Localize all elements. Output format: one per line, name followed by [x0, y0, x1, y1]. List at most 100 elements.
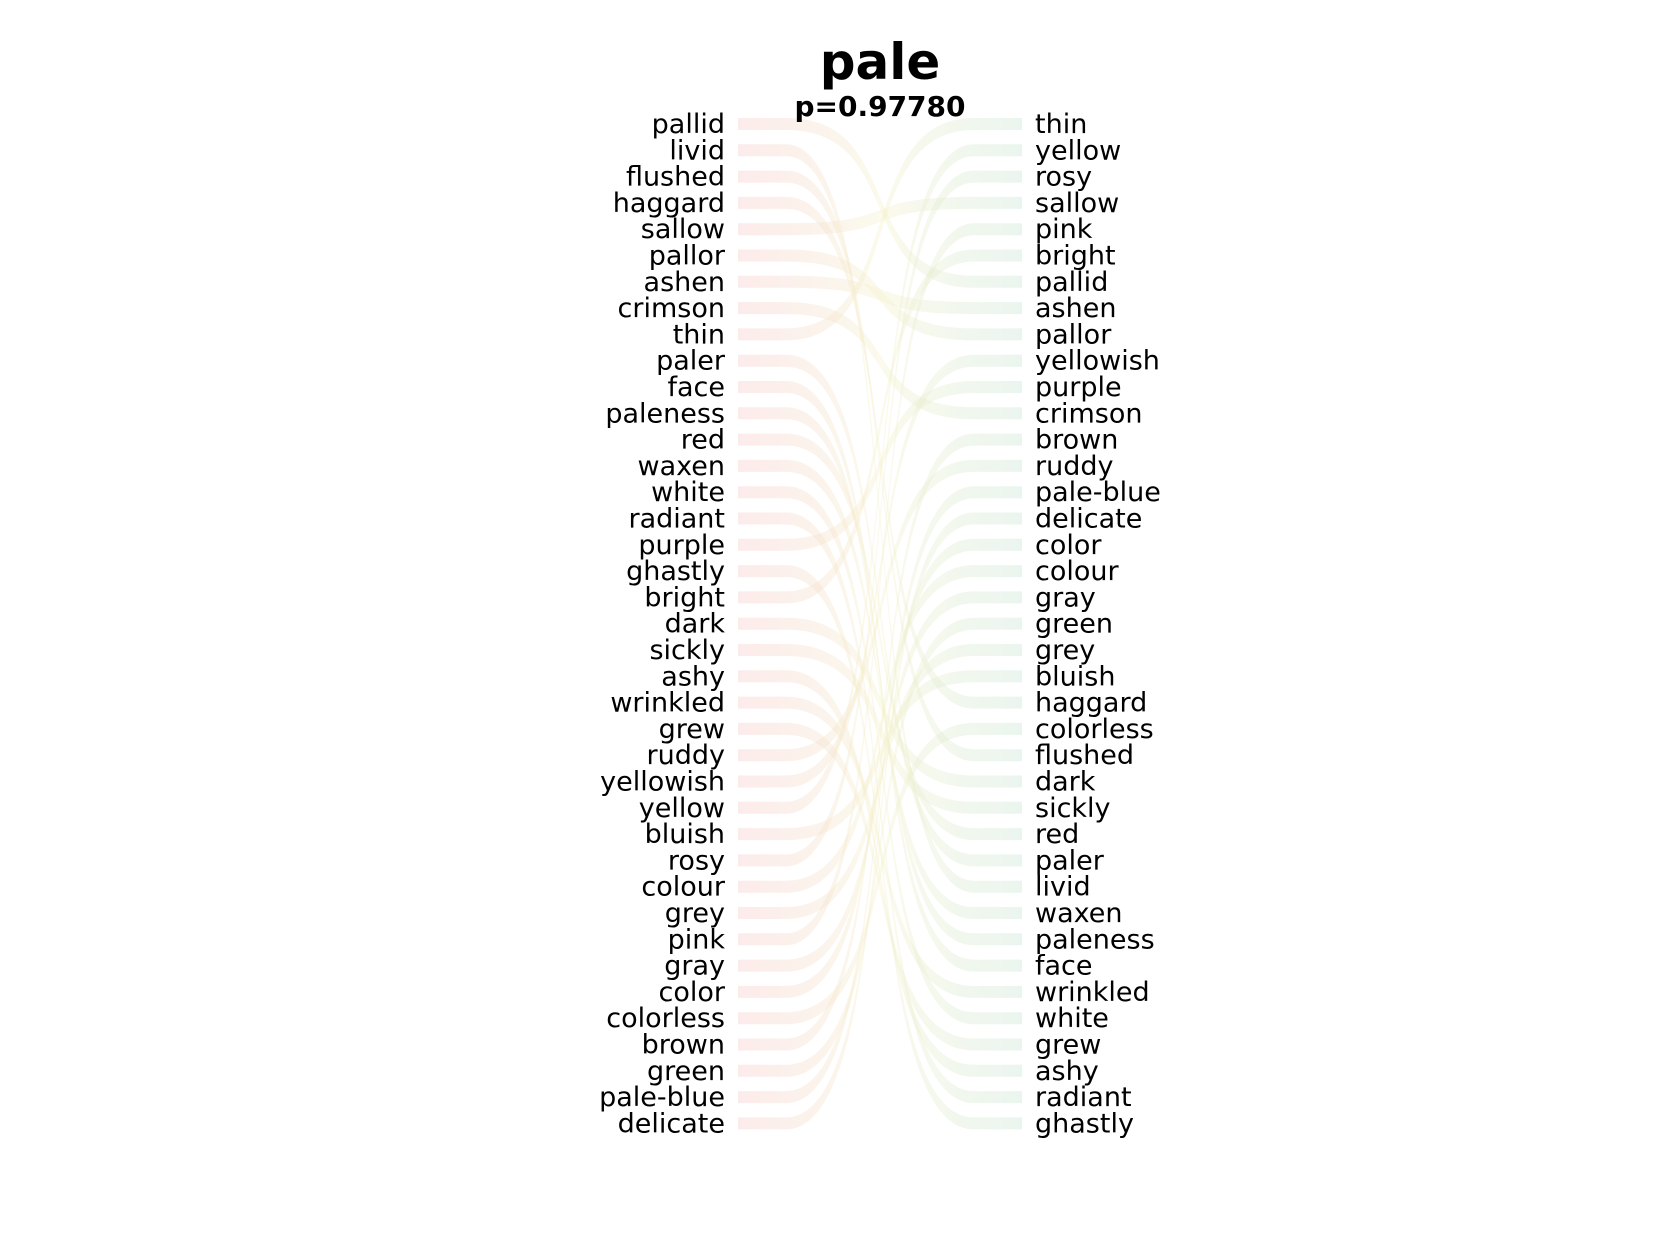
left-word-label: haggard: [613, 188, 725, 219]
ribbon-pale-blue: [738, 486, 1022, 1104]
right-word-label: pallor: [1035, 319, 1112, 350]
right-word-label: sickly: [1035, 793, 1111, 824]
left-word-label: pallor: [649, 241, 726, 272]
right-word-label: gray: [1035, 582, 1096, 613]
right-word-label: grew: [1035, 1030, 1101, 1061]
chart-subtitle: p=0.97780: [794, 90, 965, 123]
right-word-label: bluish: [1035, 661, 1115, 692]
left-word-label: ashen: [644, 267, 725, 298]
right-word-label: crimson: [1035, 398, 1142, 429]
chart-title: pale: [820, 33, 941, 91]
left-word-label: purple: [638, 530, 725, 561]
left-word-label: green: [647, 1056, 725, 1087]
ribbon-rosy: [738, 170, 1022, 867]
left-word-label: color: [659, 977, 726, 1008]
ribbon-grew: [738, 722, 1022, 1051]
right-word-label: radiant: [1035, 1082, 1132, 1113]
left-word-label: brown: [642, 1030, 725, 1061]
left-word-label: face: [667, 372, 725, 403]
right-word-label: rosy: [1035, 162, 1092, 193]
left-word-label: crimson: [618, 293, 725, 324]
left-word-label: flushed: [626, 162, 725, 193]
ribbon-bluish: [738, 670, 1022, 841]
left-word-label: yellow: [639, 793, 725, 824]
connection-ribbons: [738, 118, 1022, 1130]
ribbon-color: [738, 538, 1022, 998]
left-word-label: yellowish: [600, 767, 725, 798]
ribbon-waxen: [738, 459, 1022, 919]
ribbon-sallow: [738, 196, 1022, 236]
right-word-label: white: [1035, 1003, 1109, 1034]
right-word-label: ghastly: [1035, 1108, 1134, 1139]
left-word-label: bluish: [645, 819, 725, 850]
right-word-label: colour: [1035, 556, 1119, 587]
ribbon-pink: [738, 223, 1022, 946]
right-word-label: pallid: [1035, 267, 1108, 298]
ribbon-radiant: [738, 512, 1022, 1104]
right-word-label: yellowish: [1035, 346, 1160, 377]
left-word-column: pallidlividflushedhaggardsallowpallorash…: [599, 109, 726, 1139]
ribbon-crimson: [738, 302, 1022, 420]
right-word-label: paleness: [1035, 924, 1155, 955]
right-word-label: ruddy: [1035, 451, 1113, 482]
right-word-label: thin: [1035, 109, 1087, 140]
ribbon-red: [738, 433, 1022, 841]
left-word-label: livid: [669, 135, 725, 166]
right-word-column: thinyellowrosysallowpinkbrightpallidashe…: [1035, 109, 1161, 1139]
right-word-label: yellow: [1035, 135, 1121, 166]
ribbon-thin: [738, 118, 1022, 341]
right-word-label: pink: [1035, 214, 1093, 245]
left-word-label: thin: [673, 319, 725, 350]
right-word-label: ashy: [1035, 1056, 1099, 1087]
ribbon-ruddy: [738, 459, 1022, 762]
left-word-label: delicate: [618, 1108, 725, 1139]
left-word-label: grey: [665, 898, 725, 929]
right-word-label: brown: [1035, 425, 1118, 456]
ribbon-green: [738, 617, 1022, 1077]
right-word-label: waxen: [1035, 898, 1123, 929]
right-word-label: face: [1035, 951, 1093, 982]
ribbon-gray: [738, 591, 1022, 972]
right-word-label: bright: [1035, 241, 1116, 272]
right-word-label: dark: [1035, 767, 1096, 798]
ribbon-paleness: [738, 407, 1022, 946]
ribbon-colour: [738, 565, 1022, 893]
ribbon-colorless: [738, 722, 1022, 1025]
right-word-label: purple: [1035, 372, 1122, 403]
left-word-label: colorless: [606, 1003, 725, 1034]
left-word-label: white: [651, 477, 725, 508]
right-word-label: wrinkled: [1035, 977, 1150, 1008]
left-word-label: red: [681, 425, 725, 456]
right-word-label: green: [1035, 609, 1113, 640]
right-word-label: grey: [1035, 635, 1095, 666]
right-word-label: livid: [1035, 872, 1091, 903]
left-word-label: pale-blue: [599, 1082, 725, 1113]
left-word-label: rosy: [668, 845, 725, 876]
ribbon-purple: [738, 381, 1022, 551]
left-word-label: waxen: [638, 451, 726, 482]
right-word-label: ashen: [1035, 293, 1116, 324]
ribbon-bright: [738, 249, 1022, 604]
left-word-label: pink: [668, 924, 726, 955]
left-word-label: paleness: [605, 398, 725, 429]
left-word-label: sickly: [649, 635, 725, 666]
left-word-label: pallid: [652, 109, 725, 140]
left-word-label: bright: [644, 582, 725, 613]
ribbon-delicate: [738, 512, 1022, 1130]
left-word-label: dark: [665, 609, 726, 640]
left-word-label: grew: [659, 714, 725, 745]
right-word-label: delicate: [1035, 504, 1142, 535]
ribbon-yellow: [738, 144, 1022, 814]
ribbon-yellowish: [738, 354, 1022, 788]
ribbon-ashen: [738, 275, 1022, 315]
left-word-label: ruddy: [647, 740, 725, 771]
right-word-label: red: [1035, 819, 1079, 850]
left-word-label: ashy: [661, 661, 725, 692]
ribbon-brown: [738, 433, 1022, 1051]
right-word-label: flushed: [1035, 740, 1134, 771]
left-word-label: ghastly: [626, 556, 725, 587]
left-word-label: wrinkled: [610, 688, 725, 719]
left-word-label: gray: [664, 951, 725, 982]
right-word-label: colorless: [1035, 714, 1154, 745]
